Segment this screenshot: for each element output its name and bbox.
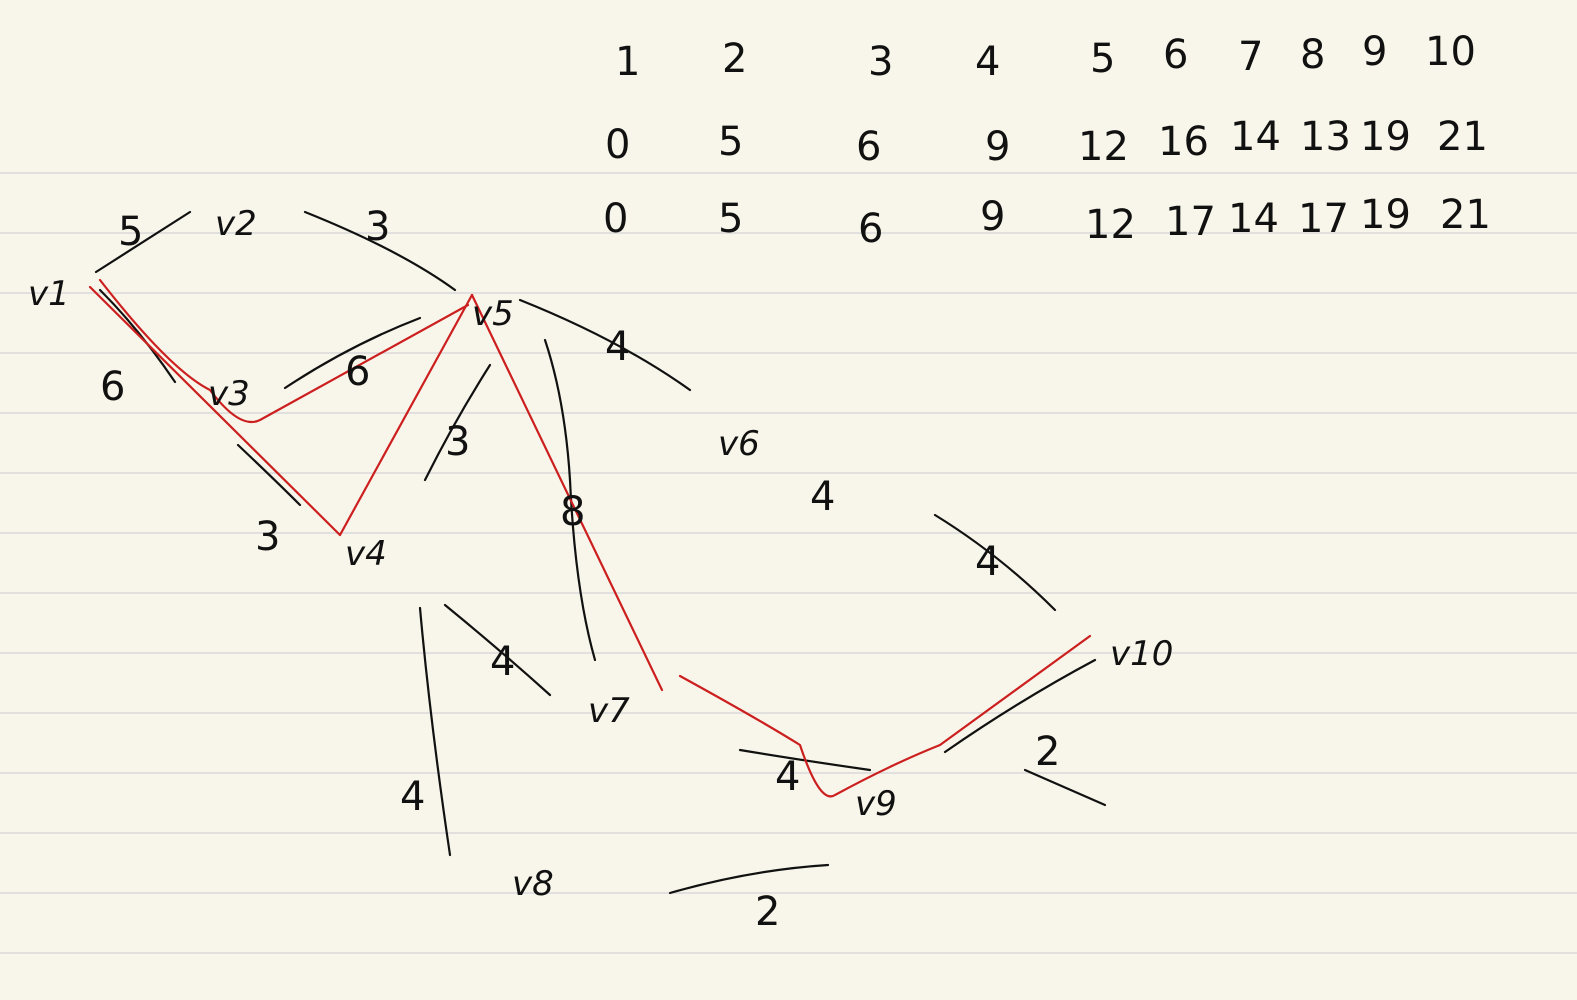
- critical-path-v5-v7: [470, 293, 664, 692]
- row1-cell: 19: [1360, 114, 1411, 160]
- row1-cell: 6: [856, 124, 881, 170]
- ruled-lines: [0, 172, 1577, 954]
- weight-v6-v10: 4: [810, 474, 835, 520]
- header-cell: 7: [1238, 34, 1263, 80]
- edge-v9-v10: [943, 658, 1097, 754]
- weight-v9-v10: 2: [1035, 729, 1060, 775]
- header-cell: 6: [1163, 32, 1188, 78]
- row1-cell: 5: [718, 119, 743, 165]
- graph-edges: [94, 210, 1107, 895]
- node-label-v3: v3: [208, 374, 250, 414]
- header-cell: 8: [1300, 32, 1325, 78]
- weight-v1-v4: 3: [255, 514, 280, 560]
- row1-cell: 16: [1158, 119, 1209, 165]
- node-label-v5: v5: [472, 294, 514, 334]
- header-cell: 3: [868, 39, 893, 85]
- weight-v2-v5: 3: [365, 204, 390, 250]
- edge-v5-v6: [518, 298, 692, 392]
- weight-v1-v3: 6: [100, 364, 125, 410]
- edge-v3-v5: [283, 316, 422, 390]
- edge-v7-v9: [738, 748, 872, 772]
- edge-v4-v7: [443, 603, 552, 697]
- edge-v1-v2: [94, 210, 192, 274]
- row2-cell: 0: [603, 196, 628, 242]
- row2-cell: 19: [1360, 192, 1411, 238]
- graph-nodes: v1 v2 v3 v4 v5 v6 v7 v8 v9 v10: [28, 204, 1173, 904]
- header-cell: 1: [615, 39, 640, 85]
- header-cell: 5: [1090, 36, 1115, 82]
- row2-cell: 21: [1440, 192, 1491, 238]
- critical-path-v4-v5: [338, 293, 474, 537]
- row1-cell: 12: [1078, 124, 1129, 170]
- row2-cell: 17: [1298, 196, 1349, 242]
- header-cell: 10: [1425, 29, 1476, 75]
- edge-v8-v9: [668, 863, 830, 895]
- row2-cell: 6: [858, 206, 883, 252]
- edge-v5-v7: [543, 338, 597, 662]
- row1-cell: 9: [985, 124, 1010, 170]
- row2-cell: 12: [1085, 202, 1136, 248]
- table-row-earliest: 0 5 6 9 12 16 14 13 19 21: [605, 114, 1488, 170]
- row1-cell: 0: [605, 122, 630, 168]
- row2-cell: 5: [718, 196, 743, 242]
- critical-path-v1-v4: [88, 285, 342, 537]
- edge-v4-v5: [423, 363, 492, 482]
- weight-v4-v5: 3: [445, 419, 470, 465]
- weight-v5-v6: 4: [605, 324, 630, 370]
- weight-v8-v9: 2: [755, 889, 780, 935]
- weight-v4-v7: 4: [490, 639, 515, 685]
- value-table: 1 2 3 4 5 6 7 8 9 10 0 5 6 9 12 16 14 13…: [603, 29, 1491, 252]
- table-row-latest: 0 5 6 9 12 17 14 17 19 21: [603, 192, 1491, 252]
- node-label-v7: v7: [588, 691, 630, 731]
- weight-v6-v10-value: 4: [975, 539, 1000, 585]
- row1-cell: 14: [1230, 114, 1281, 160]
- critical-path-v1-v3-v5: [98, 278, 470, 424]
- edge-v1-v3: [98, 288, 177, 384]
- edge-v4-v8: [418, 606, 452, 857]
- edge-v6-v10: [933, 513, 1057, 612]
- row2-cell: 9: [980, 194, 1005, 240]
- node-label-v4: v4: [345, 534, 387, 574]
- weight-v5-v7: 8: [560, 489, 585, 535]
- weight-v7-v9: 4: [775, 754, 800, 800]
- row2-cell: 14: [1228, 196, 1279, 242]
- node-label-v2: v2: [215, 204, 257, 244]
- node-label-v9: v9: [855, 784, 897, 824]
- row1-cell: 13: [1300, 114, 1351, 160]
- node-label-v10: v10: [1110, 634, 1173, 674]
- edge-v2-v5: [303, 210, 457, 292]
- header-cell: 2: [722, 36, 747, 82]
- table-header-row: 1 2 3 4 5 6 7 8 9 10: [615, 29, 1476, 85]
- edge-v1-v4: [236, 443, 302, 507]
- critical-path-v7-v9-v10: [678, 634, 1092, 798]
- row1-cell: 21: [1437, 114, 1488, 160]
- node-label-v1: v1: [28, 274, 70, 314]
- weight-v4-v8: 4: [400, 774, 425, 820]
- weight-v3-v5: 6: [345, 349, 370, 395]
- header-cell: 4: [975, 39, 1000, 85]
- node-label-v8: v8: [512, 864, 554, 904]
- critical-path: [88, 278, 1092, 798]
- node-label-v6: v6: [718, 424, 760, 464]
- edge-weights: 5 3 6 6 3 3 4 8 4 4 4 4 4 2 2: [100, 204, 1060, 935]
- weight-v1-v2: 5: [118, 209, 143, 255]
- edge-v9-v10-weight-stroke: [1023, 768, 1107, 807]
- row2-cell: 17: [1165, 199, 1216, 245]
- header-cell: 9: [1362, 29, 1387, 75]
